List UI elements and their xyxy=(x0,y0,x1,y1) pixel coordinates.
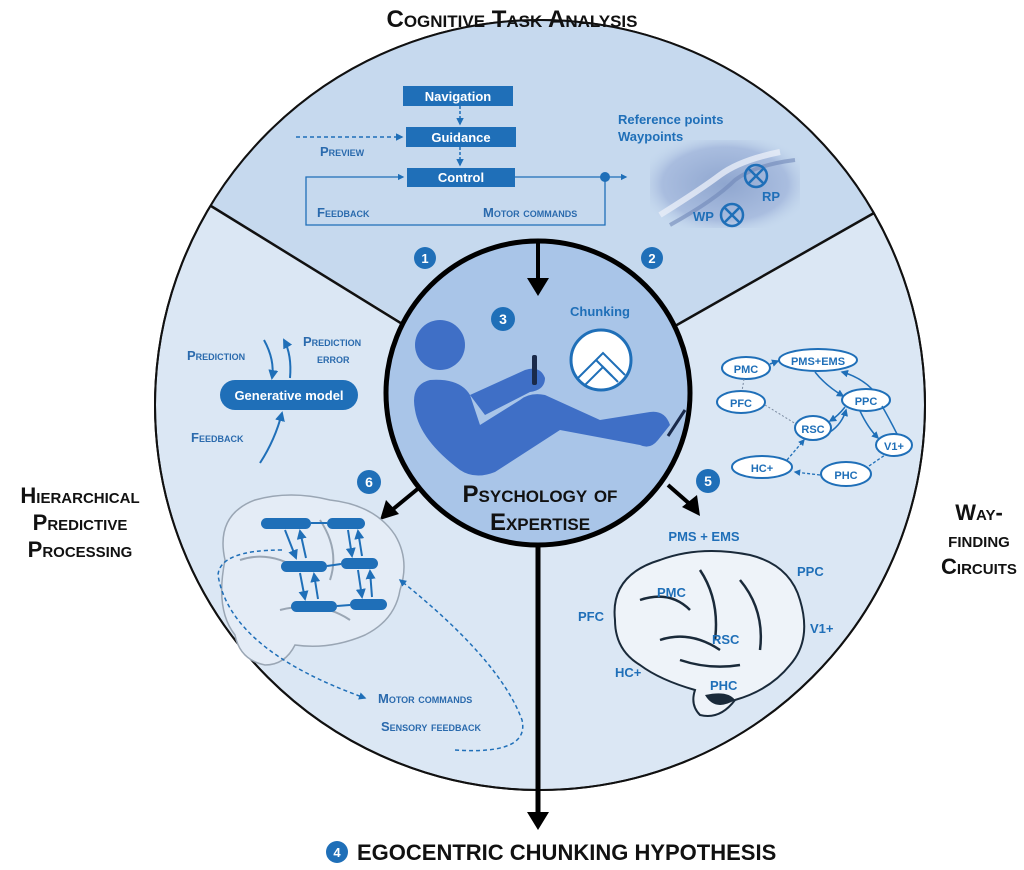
top-sector xyxy=(211,20,874,406)
node-v1: V1+ xyxy=(875,433,913,457)
svg-text:Circuits: Circuits xyxy=(941,554,1017,579)
bottom-title: EGOCENTRIC CHUNKING HYPOTHESIS xyxy=(357,840,776,865)
hpp-motor-commands-label: Motor commands xyxy=(378,691,472,706)
rp-marker-icon xyxy=(743,163,769,189)
top-arrow-head xyxy=(527,278,549,296)
node-pfc: PFC xyxy=(716,390,766,414)
node-phc: PHC xyxy=(820,461,872,487)
title: Cognitive Task Analysis xyxy=(386,6,637,33)
brain-label-v1: V1+ xyxy=(810,621,834,636)
badge-4: 4 xyxy=(326,841,348,863)
svg-text:PMS+EMS: PMS+EMS xyxy=(791,356,845,368)
sector-divider-right xyxy=(667,211,875,332)
svg-text:PMC: PMC xyxy=(734,364,759,376)
svg-text:Hierarchical: Hierarchical xyxy=(20,483,139,508)
preview-label: Preview xyxy=(320,144,365,159)
svg-text:Generative model: Generative model xyxy=(234,388,343,403)
control-label: Control xyxy=(438,170,484,185)
navigation-box xyxy=(403,86,513,106)
brain-label-ppc: PPC xyxy=(797,564,824,579)
center-title-line1: Psychology of xyxy=(463,481,618,508)
cta-flow: Navigation Guidance Control Preview Feed… xyxy=(296,86,723,226)
prediction-label: Prediction xyxy=(187,348,245,363)
svg-text:RSC: RSC xyxy=(801,424,824,436)
road-photo: RP WP xyxy=(650,140,800,228)
brain-label-pfc: PFC xyxy=(578,609,605,624)
chunking-icon xyxy=(569,328,633,392)
wp-marker-icon xyxy=(719,202,745,228)
svg-text:HC+: HC+ xyxy=(751,463,773,475)
center-title-line2: Expertise xyxy=(490,509,590,536)
chunking-label: Chunking xyxy=(570,304,630,319)
generative-model-block: Generative model xyxy=(220,338,358,464)
node-pmc: PMC xyxy=(721,356,771,380)
hpp-brain-icon xyxy=(220,494,405,666)
reference-points-label: Reference points xyxy=(618,112,723,127)
svg-text:PHC: PHC xyxy=(834,470,857,482)
brain-label-rsc: RSC xyxy=(712,632,740,647)
hpp-feedback-label: Feedback xyxy=(191,430,244,445)
svg-text:Way-: Way- xyxy=(955,500,1003,525)
wayfinding-brain-icon xyxy=(613,550,806,717)
control-box xyxy=(407,168,515,187)
svg-text:1: 1 xyxy=(421,251,428,266)
feedback-label: Feedback xyxy=(317,205,370,220)
feedback-loop xyxy=(305,173,606,226)
svg-text:4: 4 xyxy=(333,845,341,860)
svg-text:finding: finding xyxy=(948,527,1010,552)
svg-text:V1+: V1+ xyxy=(884,441,904,453)
badge-3: 3 xyxy=(491,307,515,331)
node-pms-ems: PMS+EMS xyxy=(778,348,858,372)
sensory-feedback-label: Sensory feedback xyxy=(381,719,481,734)
svg-text:Predictive: Predictive xyxy=(33,510,128,535)
svg-text:Processing: Processing xyxy=(28,537,133,562)
driver-figure-icon xyxy=(414,320,687,476)
badge-1: 1 xyxy=(414,247,436,269)
motor-commands-arrow xyxy=(217,549,367,700)
node-hc: HC+ xyxy=(731,455,793,479)
hpp-section-title: Hierarchical Predictive Processing xyxy=(20,483,139,562)
rp-label: RP xyxy=(762,189,780,204)
navigation-label: Navigation xyxy=(425,89,492,104)
wayfinding-network: PMC PMS+EMS PFC PPC RSC V1+ HC+ PHC xyxy=(716,348,913,487)
junction-dot xyxy=(600,172,610,182)
sensory-feedback-arrow xyxy=(398,579,524,752)
guidance-label: Guidance xyxy=(431,130,490,145)
prediction-error-label-2: error xyxy=(317,351,350,366)
svg-text:PFC: PFC xyxy=(730,398,752,410)
brain-label-pms-ems: PMS + EMS xyxy=(668,529,739,544)
brain-label-pmc: PMC xyxy=(657,585,687,600)
svg-text:6: 6 xyxy=(365,474,373,490)
svg-text:2: 2 xyxy=(648,251,655,266)
arrow-to-hpp xyxy=(390,485,422,512)
prediction-error-label-1: Prediction xyxy=(303,334,361,349)
wayfinding-section-title: Way- finding Circuits xyxy=(941,500,1017,579)
node-ppc: PPC xyxy=(841,388,891,412)
svg-text:5: 5 xyxy=(704,473,712,489)
svg-text:3: 3 xyxy=(499,311,507,327)
motor-commands-label: Motor commands xyxy=(483,205,577,220)
badge-2: 2 xyxy=(641,247,663,269)
brain-label-hc: HC+ xyxy=(615,665,642,680)
badge-6: 6 xyxy=(357,470,381,494)
svg-text:PPC: PPC xyxy=(855,396,878,408)
node-rsc: RSC xyxy=(794,415,832,441)
badge-5: 5 xyxy=(696,469,720,493)
down-arrow-head xyxy=(527,812,549,830)
wp-label: WP xyxy=(693,209,714,224)
sector-divider-left xyxy=(210,204,413,332)
brain-label-phc: PHC xyxy=(710,678,738,693)
guidance-box xyxy=(406,127,516,147)
